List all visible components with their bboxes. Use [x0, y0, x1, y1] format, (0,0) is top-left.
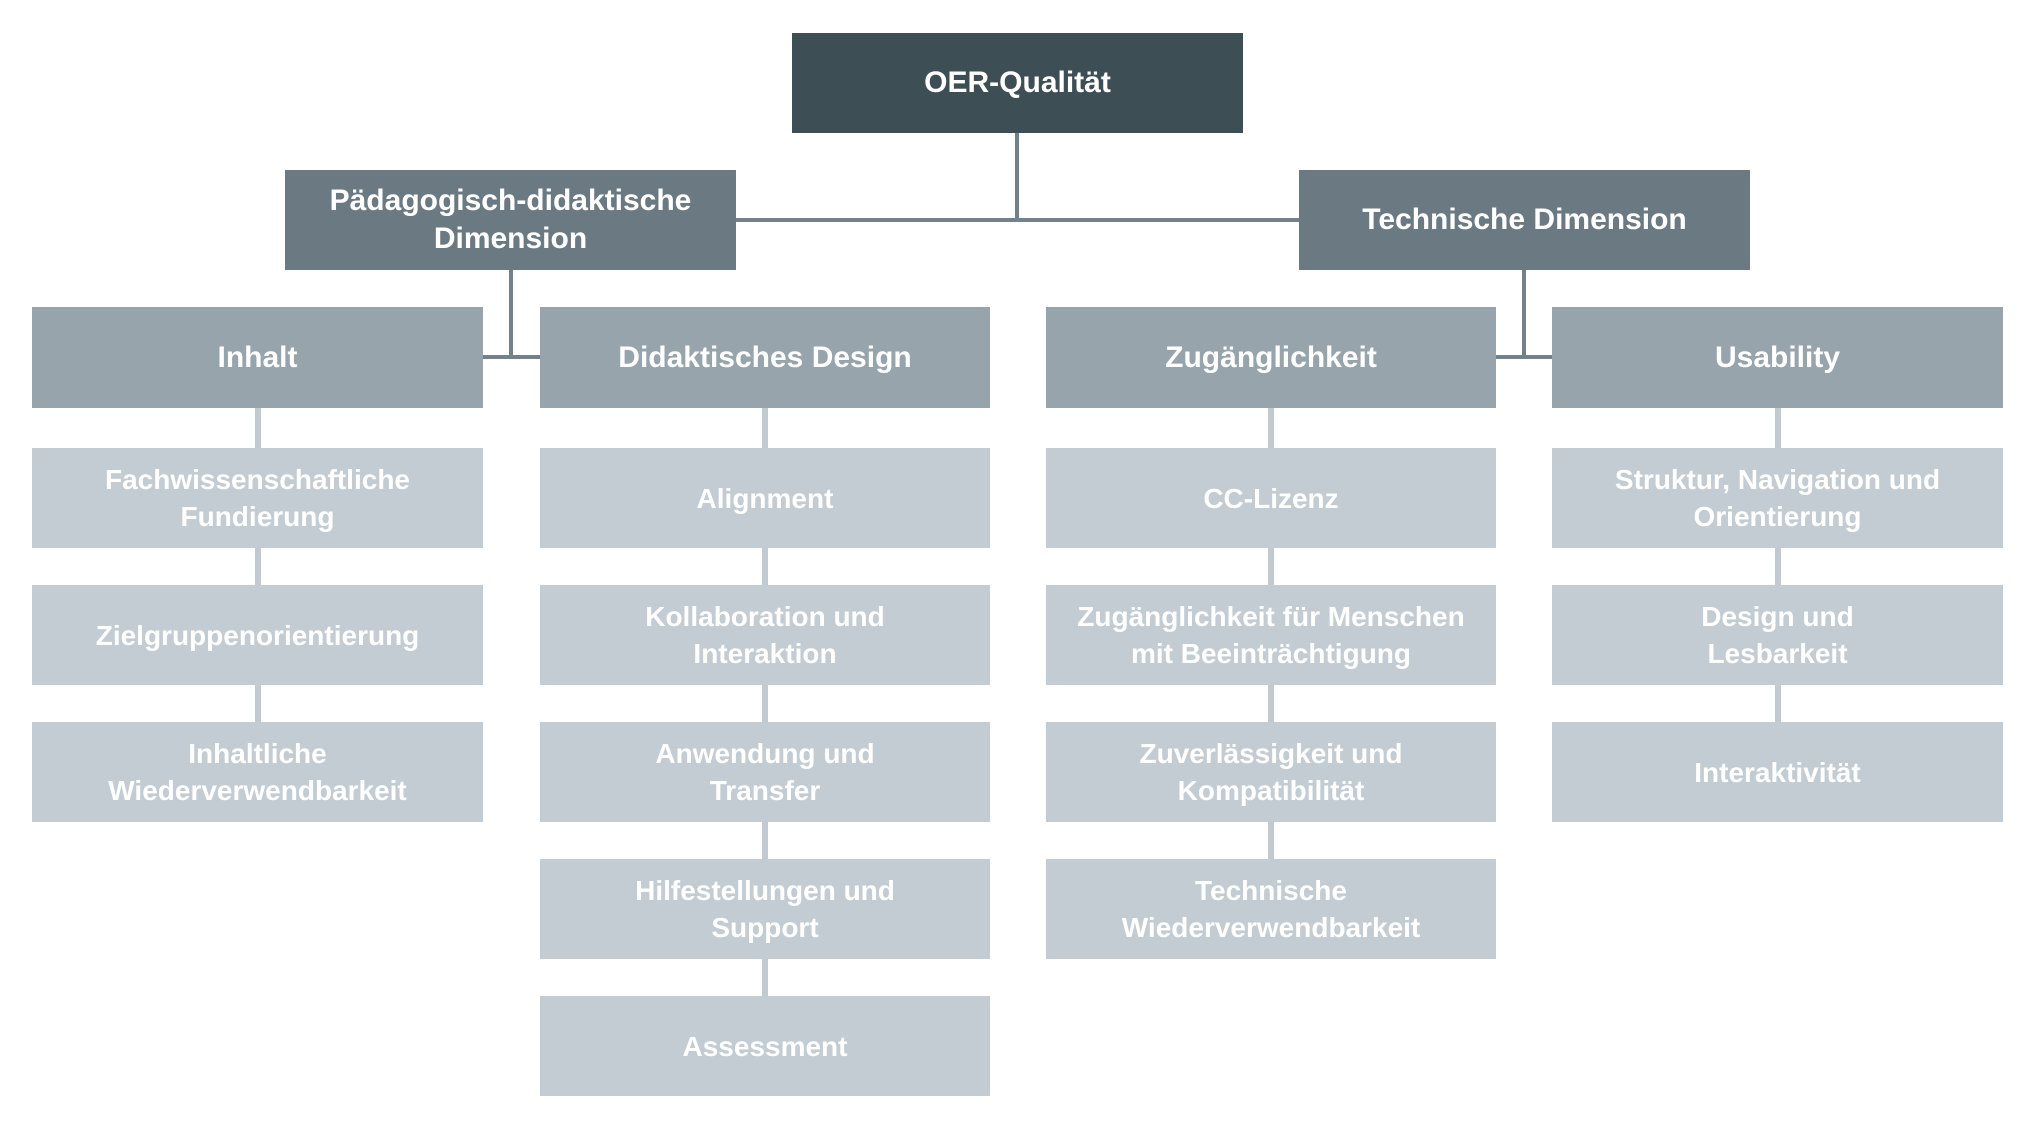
- category-item-label: Assessment: [682, 1030, 848, 1062]
- category-item-label: CC-Lizenz: [1203, 482, 1339, 514]
- item-connector: [1774, 548, 1781, 585]
- column-usability: Usability Struktur, Navigation und Orien…: [1552, 307, 2003, 822]
- item-connector: [762, 548, 768, 585]
- category-item-label: Design und Lesbarkeit: [1701, 601, 1854, 669]
- root-label: OER-Qualität: [924, 66, 1111, 99]
- category-header-inhalt: Inhalt: [32, 307, 483, 408]
- category-item: Anwendung und Transfer: [540, 722, 990, 822]
- category-item-label: Hilfestellungen und Support: [635, 875, 895, 943]
- item-connector: [1268, 685, 1274, 722]
- category-header-didaktisches-design: Didaktisches Design: [540, 307, 990, 408]
- item-connector: [762, 408, 768, 448]
- item-connector: [1268, 822, 1274, 859]
- category-item: Assessment: [540, 996, 990, 1096]
- item-connector: [1268, 408, 1274, 448]
- category-header-usability: Usability: [1552, 307, 2003, 408]
- root-box: OER-Qualität: [792, 33, 1243, 133]
- category-item-label: Zielgruppenorientierung: [95, 619, 420, 651]
- category-item: Kollaboration und Interaktion: [540, 585, 990, 685]
- category-item: Fachwissenschaftliche Fundierung: [32, 448, 483, 548]
- category-item: Struktur, Navigation und Orientierung: [1552, 448, 2003, 548]
- category-item: CC-Lizenz: [1046, 448, 1496, 548]
- category-header-label: Didaktisches Design: [618, 340, 912, 374]
- connector-technisch-vertical: [1522, 270, 1526, 359]
- category-item-label: Inhaltliche Wiederverwendbarkeit: [108, 738, 407, 806]
- connector-paedagogisch-horizontal: [483, 355, 540, 359]
- connector-root-horizontal: [736, 218, 1299, 222]
- category-item-label: Alignment: [696, 482, 834, 514]
- dimension-box-paedagogisch-didaktisch: Pädagogisch-didaktische Dimension: [285, 170, 736, 270]
- category-header-label: Zugänglichkeit: [1165, 340, 1377, 374]
- category-header-label: Inhalt: [217, 340, 298, 374]
- category-item-label: Struktur, Navigation und Orientierung: [1614, 464, 1941, 532]
- category-item: Zuverlässigkeit und Kompatibilität: [1046, 722, 1496, 822]
- category-item: Interaktivität: [1552, 722, 2003, 822]
- column-didaktisches-design: Didaktisches Design Alignment Kollaborat…: [540, 307, 990, 1096]
- category-item: Zugänglichkeit für Menschen mit Beeinträ…: [1046, 585, 1496, 685]
- item-connector: [254, 408, 261, 448]
- category-item-label: Technische Wiederverwendbarkeit: [1121, 875, 1421, 943]
- item-connector: [1268, 548, 1274, 585]
- item-connector: [254, 685, 261, 722]
- dimension-label: Pädagogisch-didaktische Dimension: [329, 184, 692, 255]
- item-connector: [762, 959, 768, 996]
- category-item-label: Kollaboration und Interaktion: [645, 601, 885, 669]
- column-zugaenglichkeit: Zugänglichkeit CC-Lizenz Zugänglichkeit …: [1046, 307, 1496, 959]
- connector-technisch-horizontal: [1496, 355, 1552, 359]
- dimension-label: Technische Dimension: [1362, 203, 1687, 236]
- category-item-label: Interaktivität: [1694, 756, 1861, 788]
- connector-root-vertical: [1015, 133, 1019, 222]
- category-item-label: Zuverlässigkeit und Kompatibilität: [1139, 738, 1403, 806]
- item-connector: [762, 822, 768, 859]
- category-item-label: Fachwissenschaftliche Fundierung: [104, 464, 410, 532]
- item-connector: [254, 548, 261, 585]
- category-item-label: Zugänglichkeit für Menschen mit Beeinträ…: [1077, 601, 1465, 669]
- category-item: Design und Lesbarkeit: [1552, 585, 2003, 685]
- item-connector: [1774, 685, 1781, 722]
- category-item: Inhaltliche Wiederverwendbarkeit: [32, 722, 483, 822]
- dimension-box-technisch: Technische Dimension: [1299, 170, 1750, 270]
- category-header-zugaenglichkeit: Zugänglichkeit: [1046, 307, 1496, 408]
- connector-paedagogisch-vertical: [509, 270, 513, 359]
- category-item: Zielgruppenorientierung: [32, 585, 483, 685]
- category-header-label: Usability: [1714, 340, 1841, 374]
- category-item: Alignment: [540, 448, 990, 548]
- category-item: Hilfestellungen und Support: [540, 859, 990, 959]
- column-inhalt: Inhalt Fachwissenschaftliche Fundierung …: [32, 307, 483, 822]
- category-item: Technische Wiederverwendbarkeit: [1046, 859, 1496, 959]
- item-connector: [762, 685, 768, 722]
- category-item-label: Anwendung und Transfer: [655, 738, 875, 806]
- item-connector: [1774, 408, 1781, 448]
